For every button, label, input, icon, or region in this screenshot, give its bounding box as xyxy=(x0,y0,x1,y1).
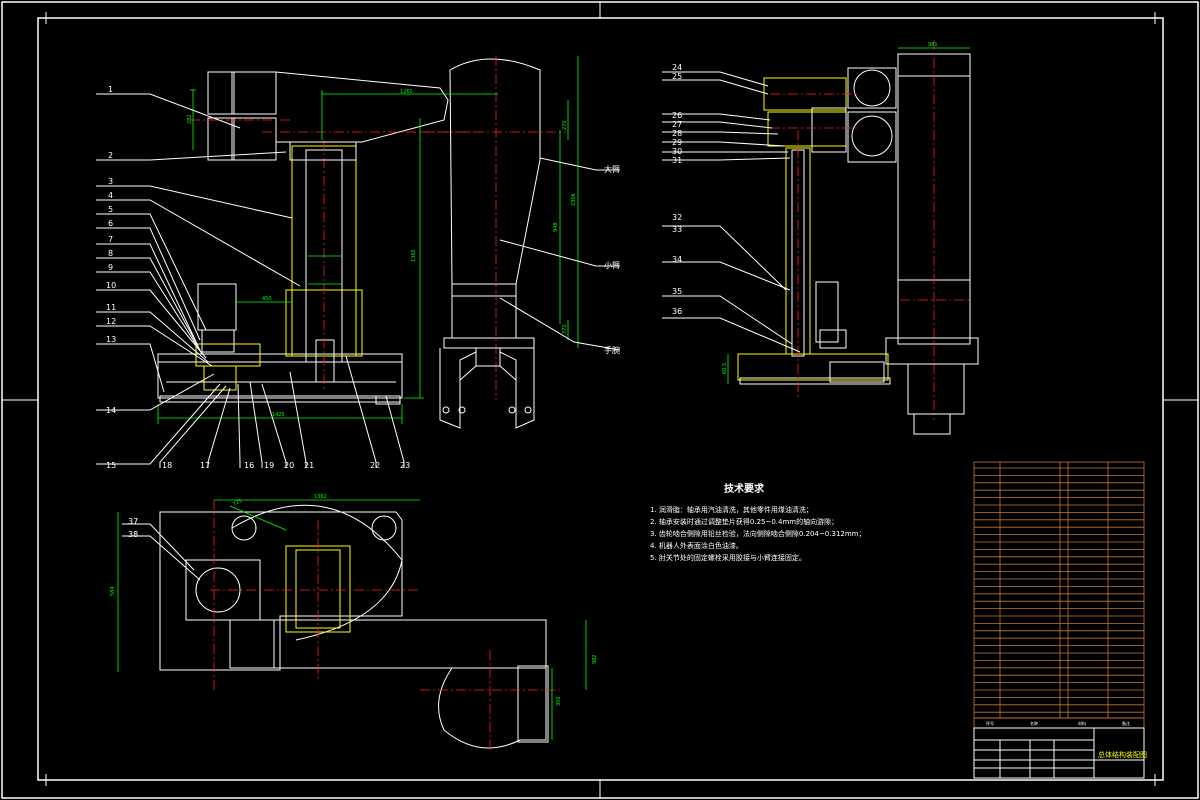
parts-list-table: 序号 名称 材料 备注 xyxy=(973,461,1145,729)
part-label-13: 13 xyxy=(106,335,116,344)
part-label-17: 17 xyxy=(200,461,210,470)
part-label-8: 8 xyxy=(108,249,113,258)
dim-725: 725 xyxy=(232,498,243,508)
dim-300: 300 xyxy=(556,696,562,706)
side-view: 981 60.5 24 25 26 27 28 29 30 31 32 33 3… xyxy=(662,40,979,435)
part-label-34: 34 xyxy=(672,255,682,264)
part-label-7: 7 xyxy=(108,235,113,244)
dim-1365: 1365 xyxy=(411,249,417,262)
header-seq: 序号 xyxy=(986,720,994,726)
part-label-11: 11 xyxy=(106,303,116,312)
tech-item-3: 3. 齿轮啮合侧隙用铅丝检验，法向侧隙啮合侧隙0.204~0.312mm； xyxy=(650,529,866,538)
part-label-30: 30 xyxy=(672,147,682,156)
part-label-23: 23 xyxy=(400,461,410,470)
label-upper-arm: 大臂 xyxy=(604,164,620,174)
part-label-38: 38 xyxy=(128,530,138,539)
title-block: 总体结构装配图 xyxy=(973,727,1147,779)
part-label-9: 9 xyxy=(108,263,113,272)
part-label-25: 25 xyxy=(672,72,682,81)
part-label-36: 36 xyxy=(672,307,682,316)
part-label-28: 28 xyxy=(672,129,682,138)
front-view: 1260 1365 2306 948 450 1425 270 372 282 xyxy=(96,56,621,468)
tech-heading: 技术要求 xyxy=(724,482,765,495)
top-view: 1362 584 982 300 725 37 38 xyxy=(110,494,598,752)
part-label-35: 35 xyxy=(672,287,682,296)
dim-1260: 1260 xyxy=(400,89,413,95)
part-label-32: 32 xyxy=(672,213,682,222)
dim-948: 948 xyxy=(553,222,559,232)
front-view-labels: 1 2 3 4 5 6 7 8 9 10 11 12 13 14 15 18 1… xyxy=(106,85,620,470)
header-note: 备注 xyxy=(1122,720,1130,726)
dim-982: 982 xyxy=(592,654,598,664)
part-label-22: 22 xyxy=(370,461,380,470)
part-label-31: 31 xyxy=(672,156,682,165)
part-label-24: 24 xyxy=(672,63,682,72)
dim-372: 372 xyxy=(562,324,568,334)
part-label-10: 10 xyxy=(106,281,116,290)
part-label-26: 26 xyxy=(672,111,682,120)
header-name: 名称 xyxy=(1030,720,1038,726)
dim-981: 981 xyxy=(928,42,938,48)
tech-item-1: 1. 润滑脂：轴承用汽油清洗，其他零件用煤油清洗； xyxy=(650,505,813,514)
tech-item-5: 5. 肘关节处的固定螺栓采用胶接与小臂连接固定。 xyxy=(650,553,806,562)
part-label-5: 5 xyxy=(108,205,113,214)
dim-584: 584 xyxy=(110,586,116,596)
part-label-4: 4 xyxy=(108,191,113,200)
dim-282: 282 xyxy=(187,114,193,124)
part-label-15: 15 xyxy=(106,461,116,470)
tech-item-2: 2. 轴承安装时通过调整垫片获得0.25~0.4mm的轴向游隙； xyxy=(650,517,838,526)
dim-60-5: 60.5 xyxy=(722,363,728,374)
header-material: 材料 xyxy=(1078,720,1086,726)
tech-item-4: 4. 机器人外表面涂白色油漆。 xyxy=(650,541,743,550)
dim-270: 270 xyxy=(562,120,568,130)
dim-2306: 2306 xyxy=(571,193,577,206)
part-label-29: 29 xyxy=(672,138,682,147)
part-label-2: 2 xyxy=(108,151,113,160)
drawing-title: 总体结构装配图 xyxy=(1098,750,1147,759)
part-label-19: 19 xyxy=(264,461,274,470)
part-label-27: 27 xyxy=(672,120,682,129)
dim-1425: 1425 xyxy=(272,412,285,418)
part-label-12: 12 xyxy=(106,317,116,326)
dim-1362: 1362 xyxy=(314,494,327,500)
dim-450: 450 xyxy=(262,296,272,302)
part-label-20: 20 xyxy=(284,461,294,470)
part-label-3: 3 xyxy=(108,177,113,186)
label-wrist: 手腕 xyxy=(604,345,620,355)
technical-requirements: 技术要求 1. 润滑脂：轴承用汽油清洗，其他零件用煤油清洗； 2. 轴承安装时通… xyxy=(650,482,866,562)
part-label-18: 18 xyxy=(162,461,172,470)
part-label-33: 33 xyxy=(672,225,682,234)
part-label-14: 14 xyxy=(106,406,116,415)
part-label-16: 16 xyxy=(244,461,254,470)
label-forearm: 小臂 xyxy=(604,260,620,270)
part-label-1: 1 xyxy=(108,85,113,94)
part-label-6: 6 xyxy=(108,219,113,228)
part-label-21: 21 xyxy=(304,461,314,470)
part-label-37: 37 xyxy=(128,517,138,526)
